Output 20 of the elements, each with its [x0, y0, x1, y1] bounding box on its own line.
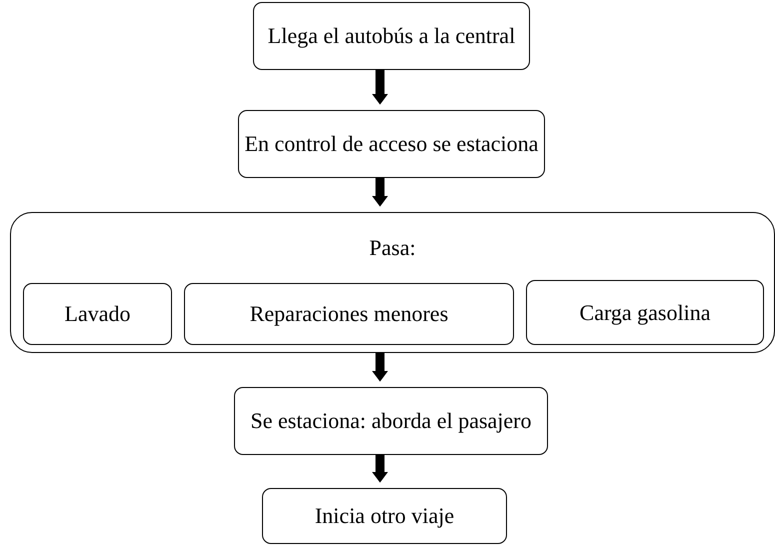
arrow [372, 353, 388, 382]
step-label: Carga gasolina [580, 300, 710, 326]
step-label: Llega el autobús a la central [268, 23, 516, 49]
step-label: Reparaciones menores [250, 301, 448, 327]
process-box [253, 2, 530, 70]
process-box [234, 387, 548, 455]
process-box [23, 283, 172, 345]
arrow [372, 178, 388, 207]
process-box [526, 280, 764, 345]
arrow [372, 455, 388, 483]
process-box [238, 110, 545, 178]
group-heading: Pasa: [368, 235, 417, 261]
group-box [10, 212, 775, 353]
process-box [184, 283, 514, 345]
arrow [372, 70, 388, 105]
step-label: Se estaciona: aborda el pasajero [250, 408, 532, 434]
step-label: Inicia otro viaje [314, 503, 454, 529]
step-label: En control de acceso se estaciona [244, 131, 538, 157]
process-box [262, 488, 507, 544]
step-label: Lavado [64, 301, 130, 327]
